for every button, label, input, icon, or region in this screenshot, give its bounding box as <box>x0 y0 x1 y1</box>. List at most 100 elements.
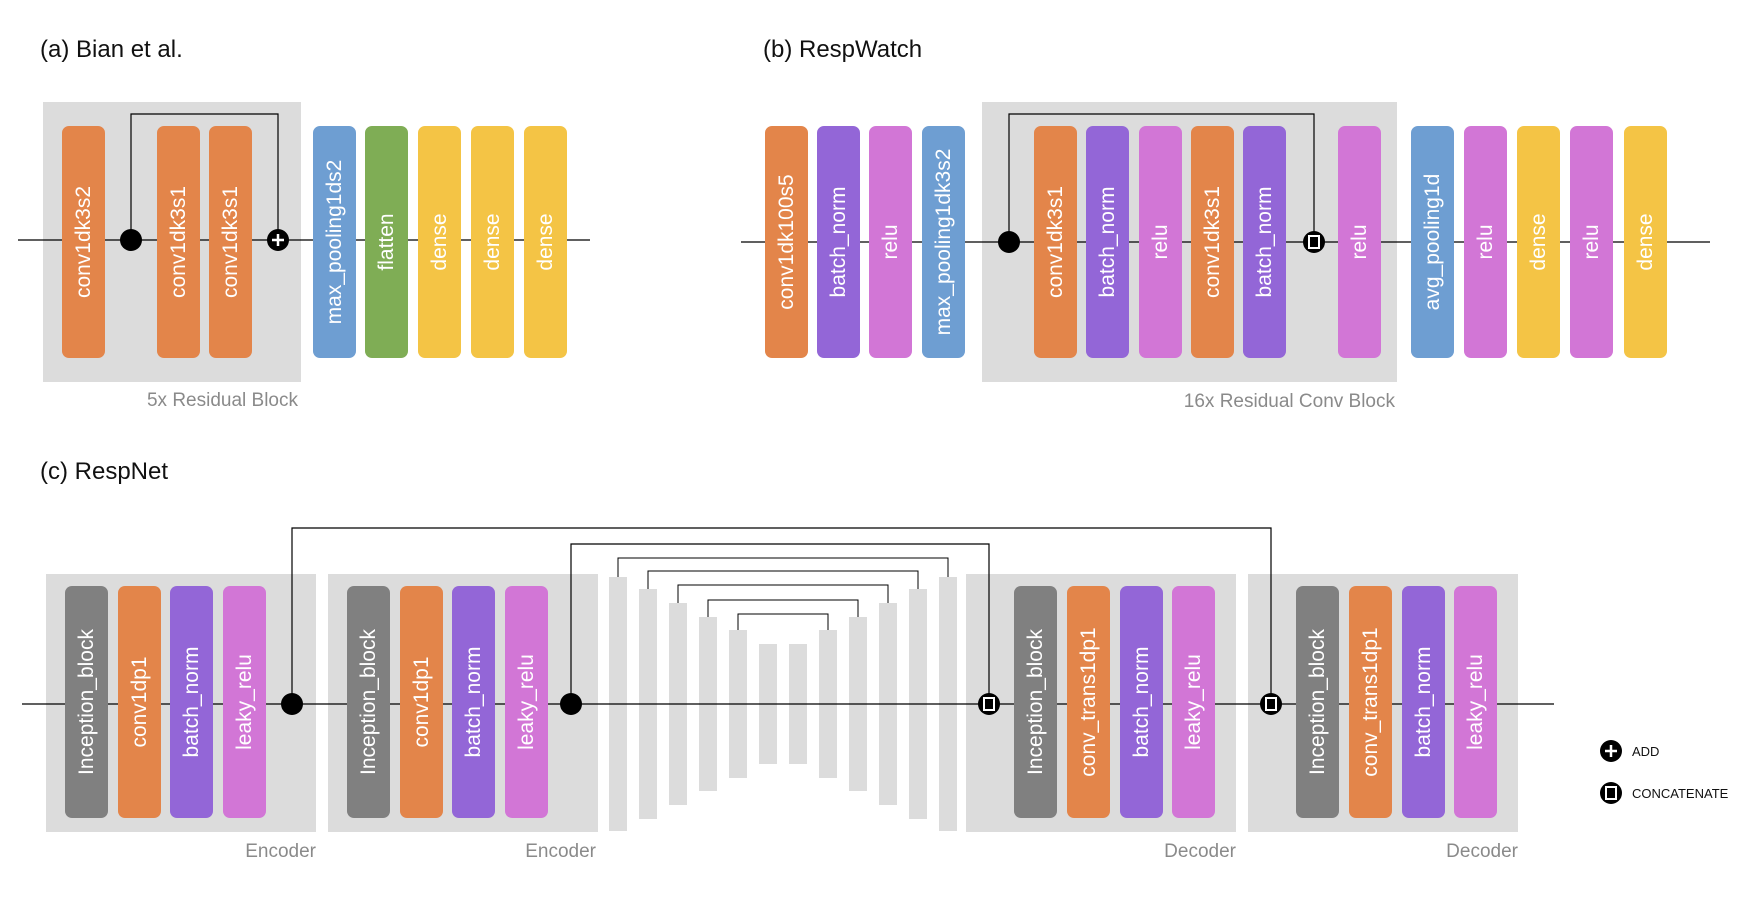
layer-block-relu: leaky_relu <box>1454 586 1497 818</box>
branch-node <box>998 231 1020 253</box>
layer-block-dense: dense <box>1517 126 1560 358</box>
decoder-caption-2: Decoder <box>1446 841 1518 862</box>
layer-block-conv: conv1dk3s1 <box>1034 126 1077 358</box>
panel-c: Inception_block conv1dp1 batch_norm leaky_r… <box>22 527 1554 862</box>
layer-label: dense <box>428 213 451 270</box>
layer-label: dense <box>1527 213 1550 270</box>
layer-label: dense <box>481 213 504 270</box>
layer-block-conv: conv_trans1dp1 <box>1067 586 1110 818</box>
layer-label: conv1dk3s1 <box>1044 186 1067 298</box>
layer-block-dense: dense <box>1624 126 1667 358</box>
layer-label: dense <box>1634 213 1657 270</box>
layer-label: batch_norm <box>180 647 203 758</box>
legend: ADD CONCATENATE <box>1600 740 1729 804</box>
skip-connection <box>130 113 279 240</box>
layer-block-dense: dense <box>418 126 461 358</box>
layer-block-inception: Inception_block <box>1296 586 1339 818</box>
layer-block-relu: relu <box>1570 126 1613 358</box>
layer-label: batch_norm <box>1096 187 1119 298</box>
layer-block-conv: conv1dk3s1 <box>209 126 252 358</box>
layer-label: relu <box>1348 224 1371 259</box>
layer-block-conv: conv1dk3s2 <box>62 126 105 358</box>
layer-label: leaky_relu <box>1182 654 1205 750</box>
add-node <box>267 229 289 251</box>
layer-block-batch_norm: batch_norm <box>817 126 860 358</box>
layer-block-batch_norm: batch_norm <box>1120 586 1163 818</box>
layer-block-relu: leaky_relu <box>223 586 266 818</box>
panel-b-caption: 16x Residual Conv Block <box>1184 391 1396 412</box>
layer-block-conv: conv_trans1dp1 <box>1349 586 1392 818</box>
panel-b-title: (b) RespWatch <box>763 36 922 63</box>
decoder-caption-1: Decoder <box>1164 841 1236 862</box>
layer-block-inception: Inception_block <box>347 586 390 818</box>
concatenate-node-2 <box>1260 693 1282 715</box>
panel-a-caption: 5x Residual Block <box>147 390 299 411</box>
layer-label: relu <box>1580 224 1603 259</box>
layer-block-relu: relu <box>869 126 912 358</box>
layer-label: Inception_block <box>1024 629 1047 775</box>
layer-block-relu: leaky_relu <box>1172 586 1215 818</box>
layer-label: conv1dk3s2 <box>72 186 95 298</box>
concatenate-legend-icon <box>1600 782 1622 804</box>
panel-b: conv1dk100s5 batch_norm relu max_pooling1dk… <box>741 102 1710 412</box>
layer-label: batch_norm <box>1253 187 1276 298</box>
branch-node-1 <box>281 693 303 715</box>
layer-label: leaky_relu <box>1464 654 1487 750</box>
layer-block-conv: conv1dk100s5 <box>765 126 808 358</box>
layer-label: conv1dp1 <box>410 656 433 747</box>
layer-block-relu: relu <box>1139 126 1182 358</box>
layer-label: conv1dp1 <box>128 656 151 747</box>
layer-label: flatten <box>375 213 398 270</box>
layer-block-batch_norm: batch_norm <box>1402 586 1445 818</box>
layer-block-pooling: max_pooling1dk3s2 <box>922 126 965 358</box>
layer-block-dense: dense <box>471 126 514 358</box>
layer-label: relu <box>1149 224 1172 259</box>
panel-c-title: (c) RespNet <box>40 458 168 485</box>
layer-label: Inception_block <box>75 629 98 775</box>
layer-block-conv: conv1dp1 <box>118 586 161 818</box>
encoder-caption-1: Encoder <box>245 841 316 862</box>
concatenate-node-1 <box>978 693 1000 715</box>
layer-label: conv_trans1dp1 <box>1077 627 1100 776</box>
layer-label: Inception_block <box>357 629 380 775</box>
layer-label: conv1dk3s1 <box>167 186 190 298</box>
layer-block-relu: leaky_relu <box>505 586 548 818</box>
layer-block-pooling: max_pooling1ds2 <box>313 126 356 358</box>
layer-block-inception: Inception_block <box>65 586 108 818</box>
layer-label: relu <box>1474 224 1497 259</box>
concatenate-node <box>1303 231 1325 253</box>
layer-block-conv: conv1dk3s1 <box>157 126 200 358</box>
layer-label: max_pooling1ds2 <box>323 160 346 325</box>
legend-concatenate-label: CONCATENATE <box>1632 786 1729 801</box>
layer-label: dense <box>534 213 557 270</box>
layer-label: batch_norm <box>827 187 850 298</box>
layer-label: leaky_relu <box>515 654 538 750</box>
layer-block-batch_norm: batch_norm <box>1243 126 1286 358</box>
panel-a: conv1dk3s2 conv1dk3s1 conv1dk3s1 max_poolin… <box>18 102 590 411</box>
layer-block-conv: conv1dp1 <box>400 586 443 818</box>
branch-node <box>120 229 142 251</box>
layer-block-batch_norm: batch_norm <box>452 586 495 818</box>
layer-block-inception: Inception_block <box>1014 586 1057 818</box>
layer-block-relu: relu <box>1464 126 1507 358</box>
branch-node-2 <box>560 693 582 715</box>
layer-label: batch_norm <box>1412 647 1435 758</box>
encoder-caption-2: Encoder <box>525 841 596 862</box>
layer-label: avg_pooling1d <box>1421 174 1444 311</box>
layer-block-relu: relu <box>1338 126 1381 358</box>
layer-block-batch_norm: batch_norm <box>170 586 213 818</box>
panel-a-title: (a) Bian et al. <box>40 36 183 63</box>
layer-label: batch_norm <box>462 647 485 758</box>
layer-block-dense: dense <box>524 126 567 358</box>
layer-block-flatten: flatten <box>365 126 408 358</box>
layer-block-pooling: avg_pooling1d <box>1411 126 1454 358</box>
layer-label: max_pooling1dk3s2 <box>932 149 955 336</box>
layer-label: conv1dk100s5 <box>775 174 798 309</box>
layer-label: conv1dk3s1 <box>219 186 242 298</box>
layer-label: conv_trans1dp1 <box>1359 627 1382 776</box>
legend-add-label: ADD <box>1632 744 1659 759</box>
layer-block-batch_norm: batch_norm <box>1086 126 1129 358</box>
layer-label: relu <box>879 224 902 259</box>
layer-label: leaky_relu <box>233 654 256 750</box>
